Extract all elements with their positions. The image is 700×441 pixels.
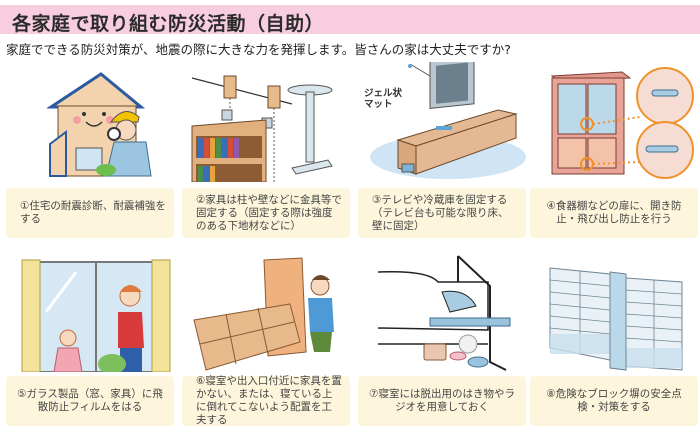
item-4-card: ④食器棚などの扉に、開き防止・飛び出し防止を行う [530, 188, 698, 238]
bookshelf-bracket-illustration [182, 62, 350, 182]
block-wall-illustration [530, 252, 698, 372]
bedside-shoes-radio-illustration [358, 252, 526, 372]
item-3-text: ③テレビや冷蔵庫を固定する（テレビ台も可能な限り床、壁に固定） [372, 193, 509, 232]
item-5-card: ⑤ガラス製品（窓、家具）に飛散防止フィルムをはる [6, 376, 174, 426]
window-film-illustration [6, 252, 174, 372]
item-8-text: ⑧危険なブロック塀の安全点検・対策をする [546, 388, 682, 413]
page-subtitle: 家庭でできる防災対策が、地震の際に大きな力を発揮します。皆さんの家は大丈夫ですか… [6, 42, 511, 57]
item-8-card: ⑧危険なブロック塀の安全点検・対策をする [530, 376, 698, 426]
item-6-text: ⑥寝室や出入口付近に家具を置かない、または、寝ている上に倒れてこないよう配置を工… [196, 375, 342, 426]
item-3-card: ③テレビや冷蔵庫を固定する（テレビ台も可能な限り床、壁に固定） [358, 188, 526, 238]
item-7-text: ⑦寝室には脱出用のはき物やラジオを用意しておく [369, 388, 515, 413]
gel-mat-callout: ジェル状マット [364, 88, 403, 110]
falling-furniture-illustration [182, 252, 350, 372]
cupboard-latch-illustration [530, 62, 698, 182]
tv-stand-illustration: ジェル状マット [358, 62, 526, 182]
item-4-text: ④食器棚などの扉に、開き防止・飛び出し防止を行う [546, 200, 682, 225]
page-title: 各家庭で取り組む防災活動（自助） [12, 13, 325, 35]
item-1-text: ①住宅の耐震診断、耐震補強をする [20, 200, 166, 225]
item-5-text: ⑤ガラス製品（窓、家具）に飛散防止フィルムをはる [17, 388, 163, 413]
item-2-text: ②家具は柱や壁などに金具等で固定する（固定する際は強度のある下地材などに） [196, 193, 342, 232]
house-inspection-illustration [6, 62, 174, 182]
title-band: 各家庭で取り組む防災活動（自助） [0, 5, 700, 35]
item-6-card: ⑥寝室や出入口付近に家具を置かない、または、寝ている上に倒れてこないよう配置を工… [182, 375, 350, 426]
item-1-card: ①住宅の耐震診断、耐震補強をする [6, 188, 174, 238]
item-7-card: ⑦寝室には脱出用のはき物やラジオを用意しておく [358, 376, 526, 426]
item-2-card: ②家具は柱や壁などに金具等で固定する（固定する際は強度のある下地材などに） [182, 188, 350, 238]
